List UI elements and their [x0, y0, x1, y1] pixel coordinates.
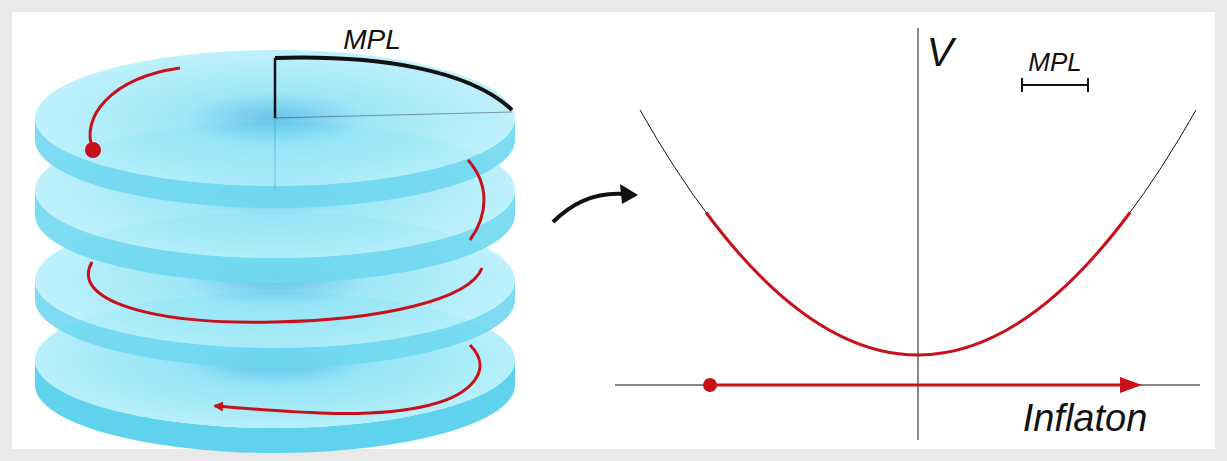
scale-bar-label: MPL	[1028, 49, 1081, 75]
radius-marker	[275, 58, 512, 118]
panel	[12, 12, 1215, 449]
spiral-path	[88, 68, 484, 414]
axis-label: V	[927, 32, 954, 72]
potential-plot	[615, 28, 1200, 440]
transform-arrow	[553, 184, 638, 222]
planck-radius-label: MPL	[343, 26, 401, 54]
helicoid	[35, 50, 515, 453]
start-dot	[85, 142, 101, 158]
axis-label: Inflaton	[1023, 399, 1148, 437]
